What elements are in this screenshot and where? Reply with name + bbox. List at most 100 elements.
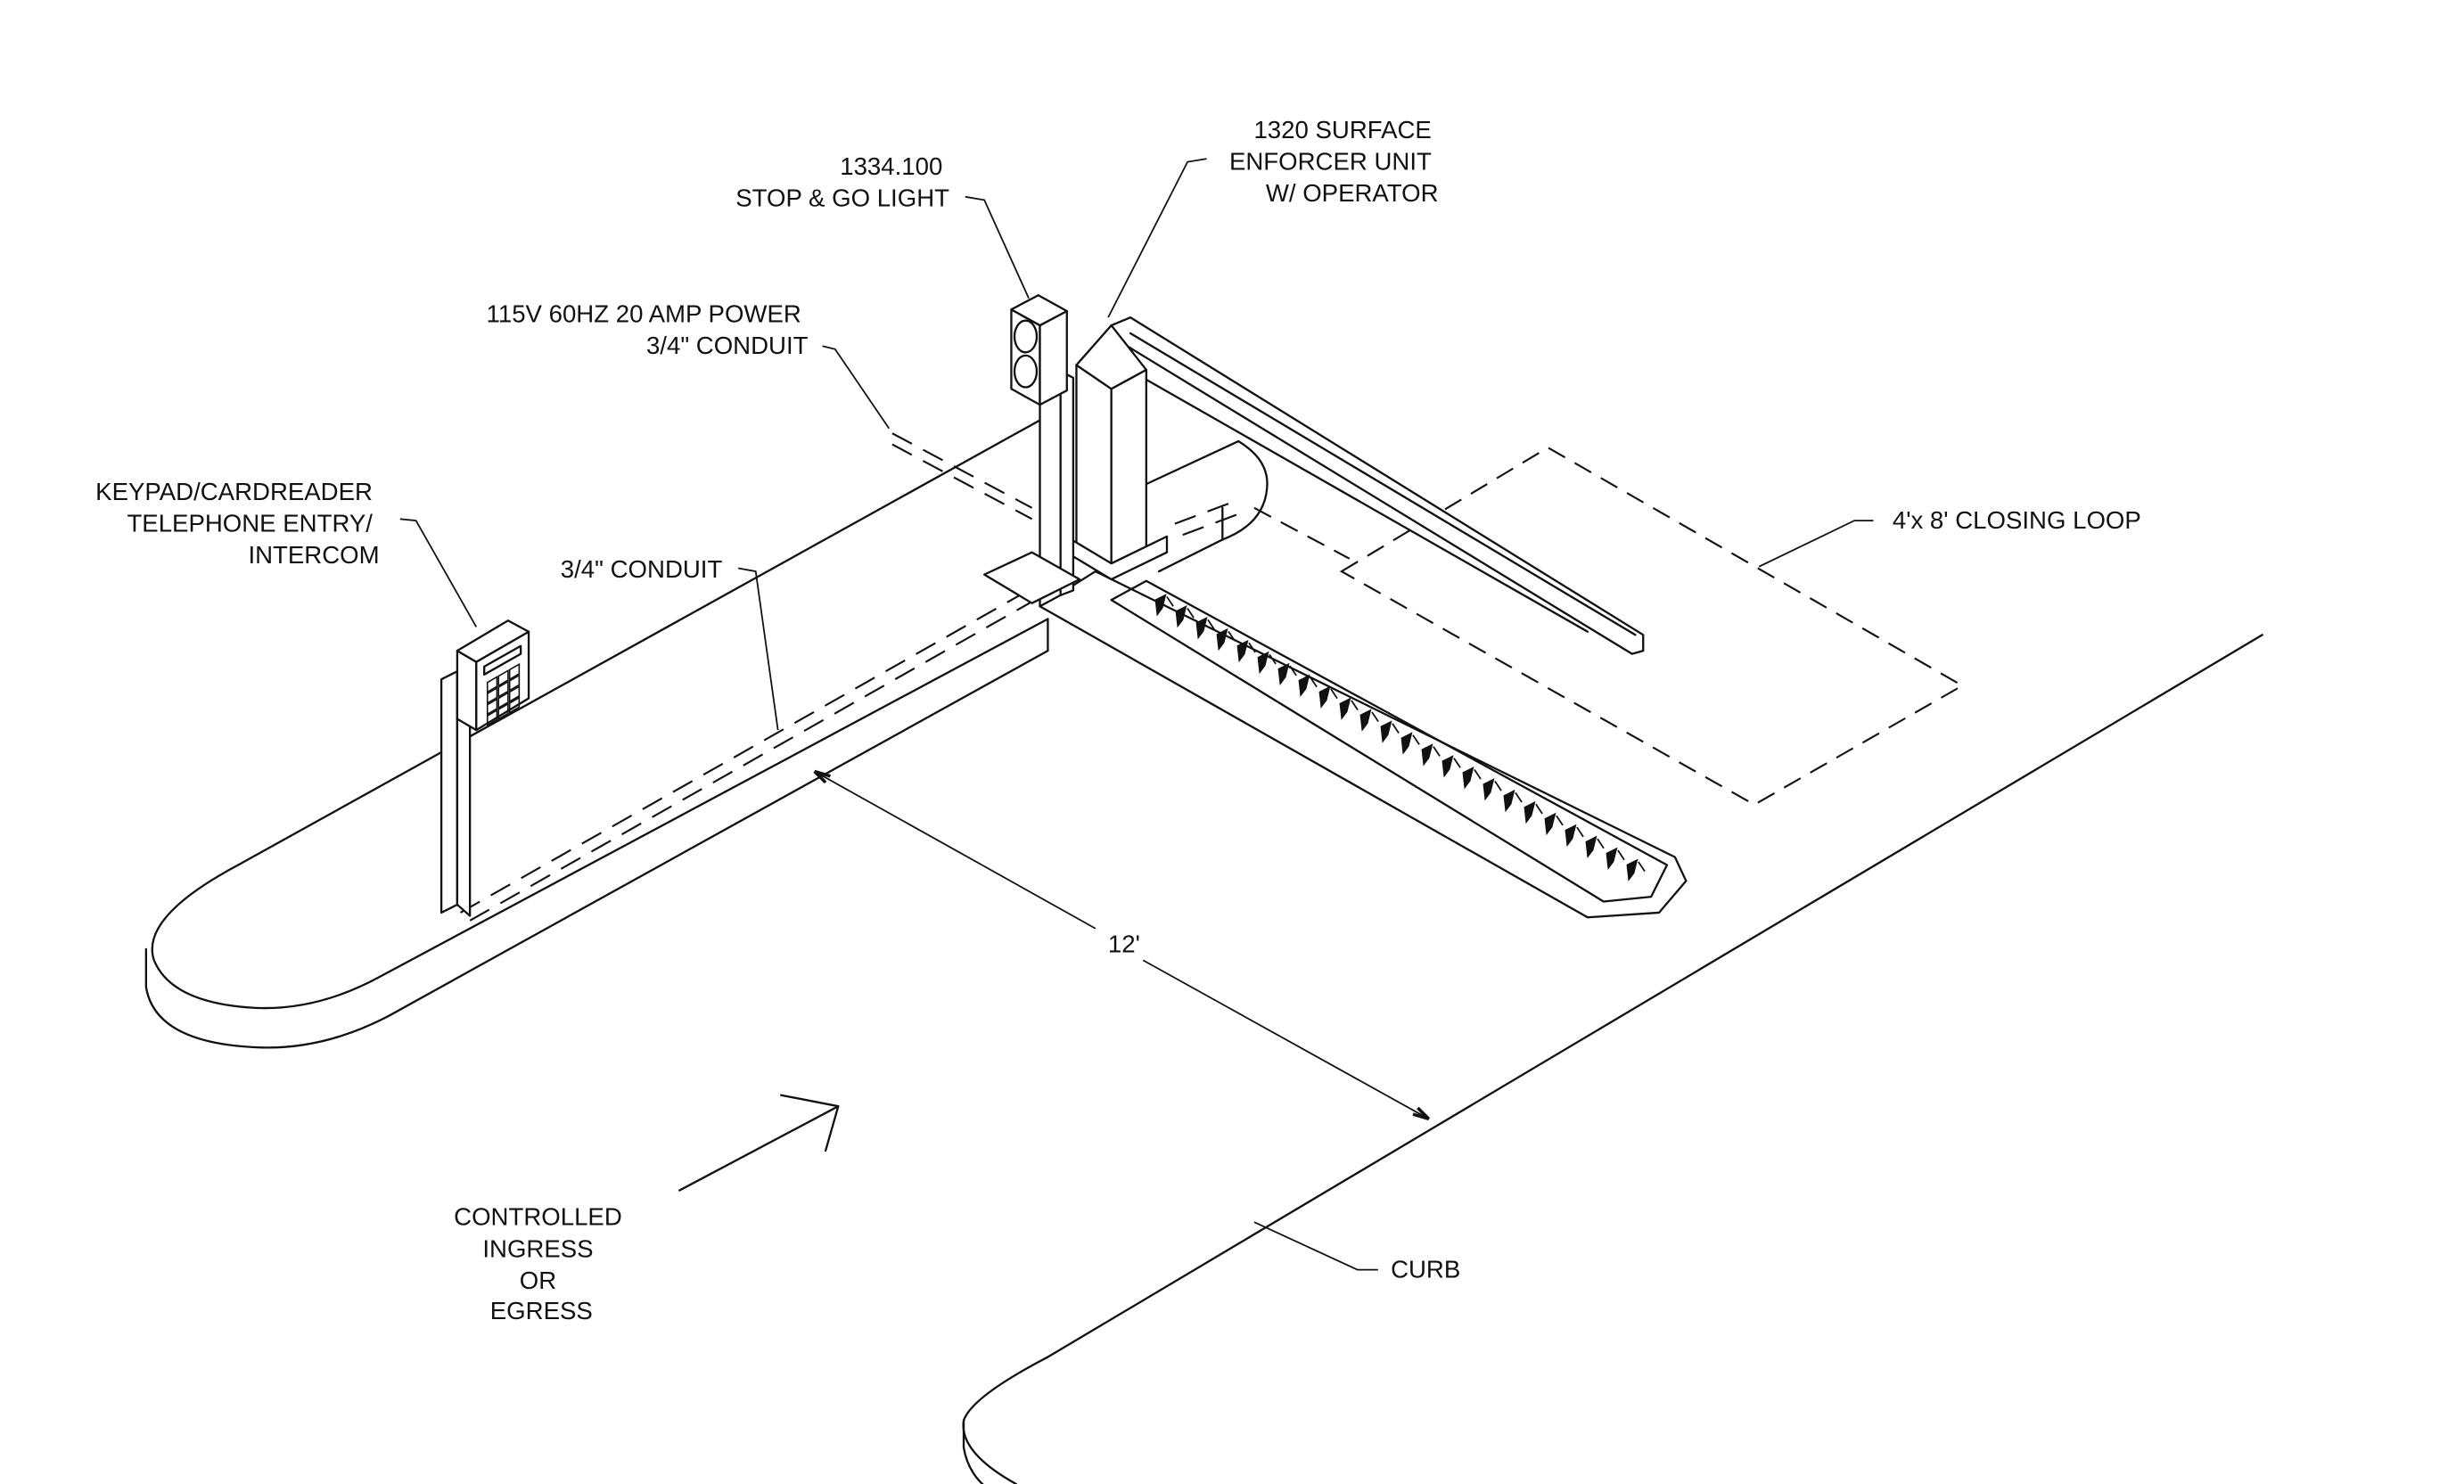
stop-lamp-icon <box>1013 319 1039 354</box>
left-island-side-edge <box>144 649 1049 1049</box>
keypad-key <box>508 696 521 714</box>
spike-icon <box>1421 743 1441 767</box>
dimension-line-upper <box>814 770 1096 930</box>
keypad-key <box>497 702 509 721</box>
spike-icon <box>1585 835 1605 859</box>
keypad-key <box>508 674 521 693</box>
conduit-keypad-run-b <box>469 586 1058 922</box>
label-power-line1: 115V 60HZ 20 AMP POWER <box>487 299 801 327</box>
traffic-arrow-head <box>780 1094 840 1152</box>
keypad-post <box>439 670 459 914</box>
label-conduit: 3/4" CONDUIT <box>561 555 723 583</box>
keypad-unit <box>439 619 530 917</box>
enforcer-top <box>1075 324 1147 390</box>
keypad-housing-top <box>456 619 530 663</box>
light-base-plate <box>983 551 1081 604</box>
power-conduit-a <box>891 432 1033 509</box>
spike-icon <box>1503 789 1523 813</box>
label-keypad-line1: KEYPAD/CARDREADER <box>95 478 373 505</box>
label-keypad: KEYPAD/CARDREADER TELEPHONE ENTRY/ INTER… <box>95 478 379 569</box>
callout-labels: 1334.100 STOP & GO LIGHT 1320 SURFACE EN… <box>95 116 2141 1324</box>
go-lamp-icon <box>1013 354 1039 389</box>
spike-icon <box>1606 847 1625 870</box>
label-enforcer-line2: ENFORCER UNIT <box>1229 148 1432 176</box>
leader-power <box>822 345 891 430</box>
spike-icon <box>1216 627 1236 652</box>
spike-row <box>1154 594 1646 881</box>
stop-go-light <box>983 294 1081 608</box>
spike-icon <box>1565 824 1584 848</box>
spike-icon <box>1359 709 1379 732</box>
spike-icon <box>1277 662 1297 686</box>
label-curb: CURB <box>1391 1256 1460 1283</box>
label-enforcer: 1320 SURFACE ENFORCER UNIT W/ OPERATOR <box>1229 116 1439 207</box>
traffic-arrow-shaft <box>678 1105 840 1192</box>
rear-island-outline <box>1145 439 1269 573</box>
keypad-key <box>486 676 498 693</box>
keypad-key <box>508 662 521 681</box>
conduit-runs <box>459 432 1247 922</box>
label-enforcer-line3: W/ OPERATOR <box>1266 179 1439 207</box>
curb-lower-line <box>962 1419 984 1484</box>
gate-arm-line <box>1129 332 1637 636</box>
dimension-arrow-end <box>1412 1106 1431 1121</box>
light-housing-side <box>1039 309 1068 406</box>
label-traffic-line1: CONTROLLED <box>454 1203 622 1231</box>
keypad-key <box>486 709 498 727</box>
light-housing-top <box>1010 294 1068 327</box>
spike-icon <box>1154 594 1174 617</box>
rear-island <box>1145 439 1269 573</box>
spike-icon <box>1400 732 1420 755</box>
spike-strip <box>1039 570 1688 919</box>
label-stop-light-name: STOP & GO LIGHT <box>735 184 949 211</box>
spike-icon <box>1462 767 1482 790</box>
label-closing-loop: 4'x 8' CLOSING LOOP <box>1893 506 2141 534</box>
label-power-line2: 3/4" CONDUIT <box>646 332 809 359</box>
power-conduit-c <box>1174 498 1239 525</box>
leader-keypad <box>399 518 478 627</box>
spike-icon <box>1544 812 1564 836</box>
leader-conduit <box>737 567 779 731</box>
light-pole-rear <box>1059 370 1075 596</box>
spike-strip-inner <box>1110 579 1669 903</box>
leader-closing-loop <box>1758 520 1874 568</box>
keypad-key <box>486 698 498 716</box>
label-keypad-line2: TELEPHONE ENTRY/ <box>127 510 373 537</box>
loop-lead-conduit <box>1253 506 1351 560</box>
label-traffic-line4: EGRESS <box>490 1297 593 1324</box>
leader-lines <box>399 158 1874 1271</box>
dimension-12ft: 12' <box>813 769 1431 1121</box>
label-traffic-line2: INGRESS <box>482 1234 593 1262</box>
keypad-display <box>483 644 522 676</box>
power-conduit-d <box>1182 510 1247 537</box>
spike-icon <box>1524 800 1543 824</box>
spike-icon <box>1441 755 1461 778</box>
keypad-key <box>497 691 509 709</box>
leader-enforcer <box>1107 158 1207 318</box>
spike-icon <box>1339 697 1359 720</box>
gate-arm-line-2 <box>1142 376 1589 633</box>
spike-icon <box>1195 616 1215 640</box>
spike-icon <box>1175 605 1195 628</box>
spike-strip-frame <box>1039 570 1688 919</box>
keypad-housing-side <box>456 649 478 732</box>
label-traffic-line3: OR <box>520 1267 556 1294</box>
curb <box>962 634 2263 1484</box>
label-keypad-line3: INTERCOM <box>248 541 379 569</box>
keypad-key <box>508 685 521 703</box>
power-conduit-b <box>891 443 1033 521</box>
gate-arm-body <box>1110 316 1645 655</box>
conduit-keypad-run-a <box>459 578 1048 914</box>
enforcer-unit <box>1070 324 1169 581</box>
label-stop-light-part: 1334.100 <box>840 152 942 180</box>
spike-icon <box>1626 858 1646 881</box>
keypad-key <box>486 686 498 705</box>
traffic-direction-arrow-icon <box>678 1094 840 1192</box>
spike-icon <box>1257 651 1277 675</box>
left-island-top-edge <box>151 414 1049 1010</box>
label-traffic: CONTROLLED INGRESS OR EGRESS <box>454 1203 628 1324</box>
label-stop-light: 1334.100 STOP & GO LIGHT <box>735 152 949 212</box>
enforcer-side-face <box>1110 368 1147 573</box>
leader-curb <box>1253 1221 1378 1271</box>
